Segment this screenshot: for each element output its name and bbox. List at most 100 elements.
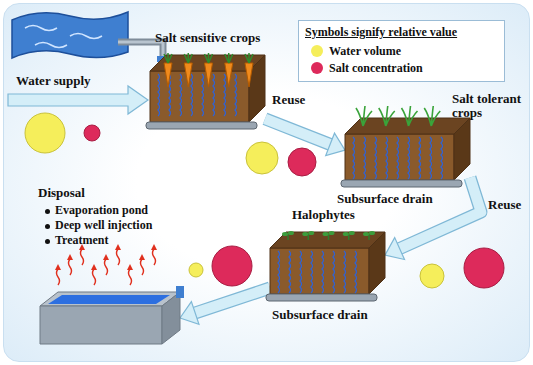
percolation-line	[202, 74, 204, 116]
bullet-item: Treatment	[44, 234, 109, 247]
halophyte-leaf	[363, 232, 369, 236]
legend-entry: Water volume	[299, 43, 504, 60]
legend-box: Symbols signify relative valueWater volu…	[298, 20, 505, 82]
halophyte-leaf	[369, 231, 375, 235]
soil-side	[369, 232, 385, 294]
legend-swatch	[311, 45, 323, 57]
drain-pipe	[146, 122, 257, 129]
carrot-leaf	[205, 53, 213, 63]
legend-swatch	[311, 62, 323, 74]
arrow-shaft	[398, 178, 481, 250]
percolation-line	[397, 137, 399, 179]
percolation-line	[441, 137, 443, 179]
percolation-line	[235, 74, 237, 116]
percolation-line	[289, 251, 291, 293]
node-label: Salt sensitive crops	[155, 31, 260, 45]
flow-arrow	[180, 288, 270, 324]
grass-tuft	[356, 106, 372, 126]
evaporation-arrow	[117, 249, 120, 265]
pond-side	[162, 292, 180, 344]
flow-arrow	[385, 178, 481, 260]
percolation-line	[191, 74, 193, 116]
arrow-head	[326, 133, 345, 155]
node-label: Subsurface drain	[337, 192, 433, 206]
carrot-leaf	[164, 53, 172, 63]
flow-arrow	[265, 119, 345, 156]
carrot-leaf	[225, 53, 233, 63]
block-outline	[345, 118, 470, 188]
legend-text: Water volume	[329, 44, 401, 58]
block-outline	[270, 232, 385, 302]
evaporation-arrow	[81, 249, 84, 265]
arrow-head	[180, 302, 199, 325]
evaporation-arrow	[69, 259, 72, 275]
arrow-head	[385, 238, 405, 260]
soil-front	[150, 71, 249, 122]
node-label: Subsurface drain	[272, 308, 368, 322]
percolation-line	[278, 251, 280, 293]
percolation-line	[430, 137, 432, 179]
soil-front	[270, 248, 369, 294]
percolation-line	[180, 74, 182, 116]
evaporation-arrow	[105, 259, 108, 275]
halophyte-leaf	[282, 232, 288, 236]
legend-entry: Salt concentration	[299, 60, 504, 77]
evaporation-head	[127, 264, 133, 270]
percolation-line	[375, 137, 377, 179]
legend-text: Salt concentration	[329, 61, 423, 75]
percolation-line	[386, 137, 388, 179]
soil-side	[454, 118, 470, 180]
percolation-line	[224, 74, 226, 116]
block-outline	[150, 55, 265, 130]
halophyte-leaf	[323, 232, 329, 236]
percolation-line	[300, 251, 302, 293]
carrot-root	[184, 63, 192, 87]
evaporation-head	[115, 244, 121, 250]
pond-rim	[40, 292, 180, 306]
field-block: Salt tolerant cropsSubsurface drain	[345, 118, 470, 188]
carrot-root	[205, 63, 213, 87]
evaporation-head	[151, 244, 157, 250]
bullet-dot	[45, 209, 50, 214]
drain-pipe	[266, 294, 377, 301]
percolation-line	[322, 251, 324, 293]
inlet-pipe	[176, 286, 184, 298]
percolation-line	[311, 251, 313, 293]
carrot-root	[225, 63, 233, 87]
evaporation-head	[91, 264, 97, 270]
carrot-leaf	[245, 53, 253, 63]
percolation-line	[419, 137, 421, 179]
evaporation-arrow	[57, 269, 60, 285]
edge-label: Reuse	[272, 93, 305, 107]
soil-front	[345, 134, 454, 180]
arrow-heads	[180, 302, 199, 325]
percolation-line	[353, 137, 355, 179]
halophyte-leaf	[329, 231, 335, 235]
arrow-shaft-edge	[265, 119, 332, 145]
soil-top	[270, 232, 385, 248]
evaporation-arrow	[153, 249, 156, 265]
halophyte-leaf	[308, 231, 314, 235]
halophyte-leaf	[302, 232, 308, 236]
bullet-item: Deep well injection	[44, 219, 152, 232]
field-block: HalophytesSubsurface drain	[270, 232, 385, 302]
percolation-line	[333, 251, 335, 293]
evaporation-head	[55, 264, 61, 270]
arrow-shaft-edge	[398, 178, 481, 250]
node-label: Salt tolerant crops	[452, 92, 530, 121]
percolation-line	[158, 74, 160, 116]
carrot-leaf	[184, 53, 192, 63]
arrow-shaft	[193, 288, 270, 314]
evaporation-arrow	[93, 269, 96, 285]
arrow-shaft-edge	[193, 288, 270, 314]
halophyte-leaf	[288, 231, 294, 235]
evaporation-head	[67, 254, 73, 260]
carrot-root	[164, 63, 172, 87]
field-block: Salt sensitive crops	[150, 55, 265, 130]
arrow-shaft	[265, 119, 332, 145]
pond-water	[48, 295, 170, 304]
arrow-heads	[385, 238, 405, 260]
percolation-line	[213, 74, 215, 116]
evaporation-head	[103, 254, 109, 260]
halophyte-leaf	[349, 231, 355, 235]
